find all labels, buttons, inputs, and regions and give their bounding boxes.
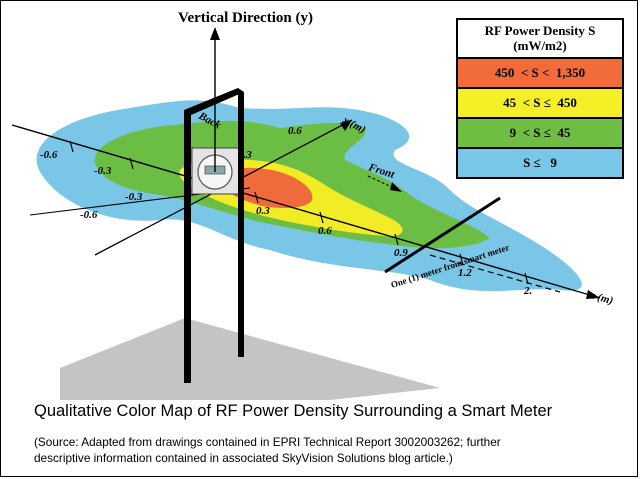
z-axis bbox=[11, 124, 601, 299]
x-tick-2: -0.3 bbox=[125, 191, 143, 203]
legend-row-2: 9 < S ≤ 45 bbox=[458, 119, 622, 149]
front-arrow-head bbox=[390, 182, 402, 192]
x-tick-3: -0.6 bbox=[80, 209, 98, 221]
rear-tick-0: -0.6 bbox=[40, 149, 58, 161]
rear-tick-1: -0.3 bbox=[94, 165, 112, 177]
legend-row-3: S ≤ 9 bbox=[458, 149, 622, 177]
z-axis-arrow bbox=[586, 290, 600, 299]
x-tick-0: 0.6 bbox=[288, 125, 302, 137]
source-line-2: descriptive information contained in ass… bbox=[34, 451, 453, 465]
legend: RF Power Density S (mW/m2) 450 < S < 1,3… bbox=[456, 18, 624, 179]
x-axis-arrow bbox=[340, 120, 352, 131]
frame-top-bar bbox=[184, 88, 244, 115]
source-line-1: (Source: Adapted from drawings contained… bbox=[34, 435, 501, 449]
smart-meter-icon bbox=[191, 147, 243, 195]
z-tick-1: 0.6 bbox=[318, 225, 332, 237]
frame-rear-post bbox=[238, 92, 244, 357]
legend-title-line2: (mW/m2) bbox=[513, 38, 567, 53]
legend-title-line1: RF Power Density S bbox=[484, 23, 596, 38]
z-tick-4: 2. bbox=[523, 285, 532, 297]
z-tick-0: 0.3 bbox=[256, 205, 270, 217]
z-tick-3: 1.2 bbox=[458, 267, 472, 279]
source-note: (Source: Adapted from drawings contained… bbox=[34, 434, 501, 466]
frame-front-post bbox=[184, 110, 191, 383]
caption: Qualitative Color Map of RF Power Densit… bbox=[34, 402, 553, 420]
z-ticks bbox=[69, 140, 529, 285]
one-meter-bar bbox=[384, 196, 501, 274]
legend-title: RF Power Density S (mW/m2) bbox=[458, 20, 622, 59]
ground-shadow bbox=[60, 318, 440, 400]
z-tick-2: 0.9 bbox=[394, 247, 408, 259]
z-axis-label: z (m) bbox=[588, 289, 614, 307]
vertical-axis-arrow bbox=[210, 27, 220, 40]
z-axis-dashed bbox=[429, 254, 561, 293]
legend-row-1: 45 < S ≤ 450 bbox=[458, 89, 622, 119]
vertical-axis-label: Vertical Direction (y) bbox=[178, 10, 313, 26]
x-tick-1: 0.3 bbox=[238, 149, 252, 161]
legend-row-0: 450 < S < 1,350 bbox=[458, 59, 622, 89]
